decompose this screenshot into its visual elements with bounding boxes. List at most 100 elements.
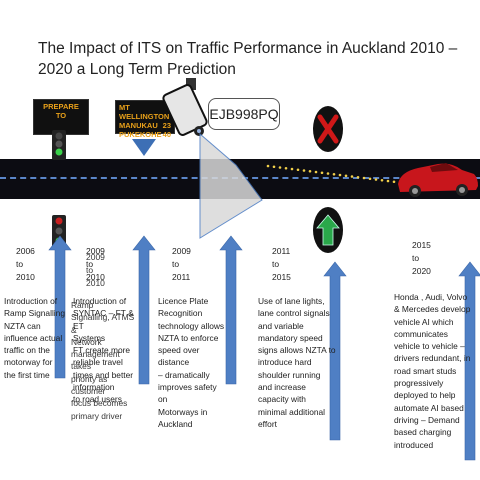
up-arrow-icon xyxy=(323,261,347,441)
timeline-description: Honda , Audi, Volvo & Mercedes develop veh… xyxy=(394,291,472,451)
description-line: introduce hard xyxy=(258,357,312,368)
description-line: progressively xyxy=(394,378,444,389)
travel-time-row: PUKEKOHE 40 xyxy=(119,130,171,139)
description-line: information xyxy=(73,382,115,393)
description-line: SYNTAC – FT & ET xyxy=(73,308,134,331)
period-line: 2006 xyxy=(16,246,35,256)
period-line: to xyxy=(86,265,94,275)
stud-dot xyxy=(386,179,390,183)
description-line: Honda , Audi, Volvo xyxy=(394,292,468,302)
period-line: 2020 xyxy=(412,266,431,276)
stud-dot xyxy=(302,169,306,172)
stud-dot xyxy=(374,178,378,181)
travel-minutes: 23 xyxy=(162,121,171,130)
description-line: and increase xyxy=(258,382,306,393)
description-line: NZTA to enforce xyxy=(158,332,219,343)
description-line: technology allows xyxy=(158,320,225,331)
description-line: deployed to help xyxy=(394,390,456,401)
period-line: to xyxy=(86,259,94,269)
description-line: Ramp xyxy=(71,300,94,310)
description-line: Introduction of xyxy=(4,296,58,306)
travel-place: MANUKAU xyxy=(119,121,158,130)
travel-time-row: MANUKAU 23 xyxy=(119,121,171,130)
description-line: capacity with xyxy=(258,394,306,405)
period-line: 2009 xyxy=(172,246,191,256)
description-line: Introduction of xyxy=(73,296,127,306)
stud-dot xyxy=(272,165,276,169)
lane-closed-x-icon xyxy=(313,106,343,152)
stud-dot xyxy=(356,175,360,179)
timeline-period: 2009 to 2011 xyxy=(172,245,191,284)
description-line: reliable travel xyxy=(73,357,123,368)
period-line: to xyxy=(172,259,180,269)
period-line: to xyxy=(412,253,420,263)
licence-plate-callout: EJB998PQ xyxy=(208,98,280,130)
stud-dot xyxy=(326,172,330,175)
period-line: 2009 xyxy=(86,252,105,262)
sign-line-prepare: PREPARE xyxy=(43,102,79,111)
sign-pointer-arrow xyxy=(132,139,156,156)
description-line: to road users xyxy=(73,394,122,405)
description-line: Licence Plate xyxy=(158,296,209,306)
stud-dot xyxy=(266,164,270,168)
stud-dot xyxy=(332,172,336,176)
description-line: shoulder running xyxy=(258,369,321,380)
stud-dot xyxy=(338,173,342,177)
stud-dot xyxy=(380,178,384,182)
description-line: priority as customer xyxy=(71,373,108,397)
description-line: and variable xyxy=(258,320,304,331)
stud-dot xyxy=(314,170,318,174)
travel-minutes: 40 xyxy=(162,130,171,139)
description-line: speed over distance xyxy=(158,345,200,368)
period-line: to xyxy=(272,259,280,269)
stud-dot xyxy=(296,168,300,172)
travel-place: PUKEKOHE xyxy=(119,130,162,139)
description-line: minimal additional xyxy=(258,406,326,417)
description-line: based charging xyxy=(394,427,452,438)
description-line: Network xyxy=(71,336,102,347)
description-line: Use of lane lights, xyxy=(258,296,325,306)
description-line: times and better xyxy=(73,369,134,380)
stud-dot xyxy=(392,180,396,184)
prepare-to-stop-sign: PREPARE TO xyxy=(33,99,89,135)
description-line: – dramatically xyxy=(158,369,210,380)
diagram-title: The Impact of ITS on Traffic Performance… xyxy=(38,40,458,78)
description-line: mandatory speed xyxy=(258,332,323,343)
period-line: 2009 xyxy=(86,246,105,256)
description-line: primary driver xyxy=(71,410,123,421)
description-line: vehicle to vehicle – xyxy=(394,341,465,352)
stud-dot xyxy=(350,175,354,178)
description-line: motorway for xyxy=(4,357,53,368)
period-line: 2011 xyxy=(172,272,191,282)
description-line: the first time xyxy=(4,369,50,380)
description-line: & Mercedes develop xyxy=(394,304,471,315)
description-line: driving – Demand xyxy=(394,414,460,425)
up-arrow-icon xyxy=(132,235,156,385)
period-line: 2010 xyxy=(16,272,35,282)
description-line: Auckland xyxy=(158,418,193,429)
description-line: traffic on the xyxy=(4,345,50,356)
description-line: NZTA can xyxy=(4,320,41,331)
travel-place: MT WELLINGTON xyxy=(119,103,170,121)
description-line: Systems xyxy=(73,332,106,343)
description-line: Signalling, ATMS & xyxy=(71,312,135,335)
description-line: focus becomes xyxy=(71,398,128,409)
period-line: 2010 xyxy=(86,278,105,288)
sign-line-to: TO xyxy=(55,111,67,120)
period-line: 2011 xyxy=(272,246,291,256)
camera-beam xyxy=(199,132,263,239)
lane-merge-studs xyxy=(266,164,396,184)
description-line: FT create more xyxy=(73,345,131,356)
description-line: Recognition xyxy=(158,308,203,319)
stud-dot xyxy=(320,171,324,175)
